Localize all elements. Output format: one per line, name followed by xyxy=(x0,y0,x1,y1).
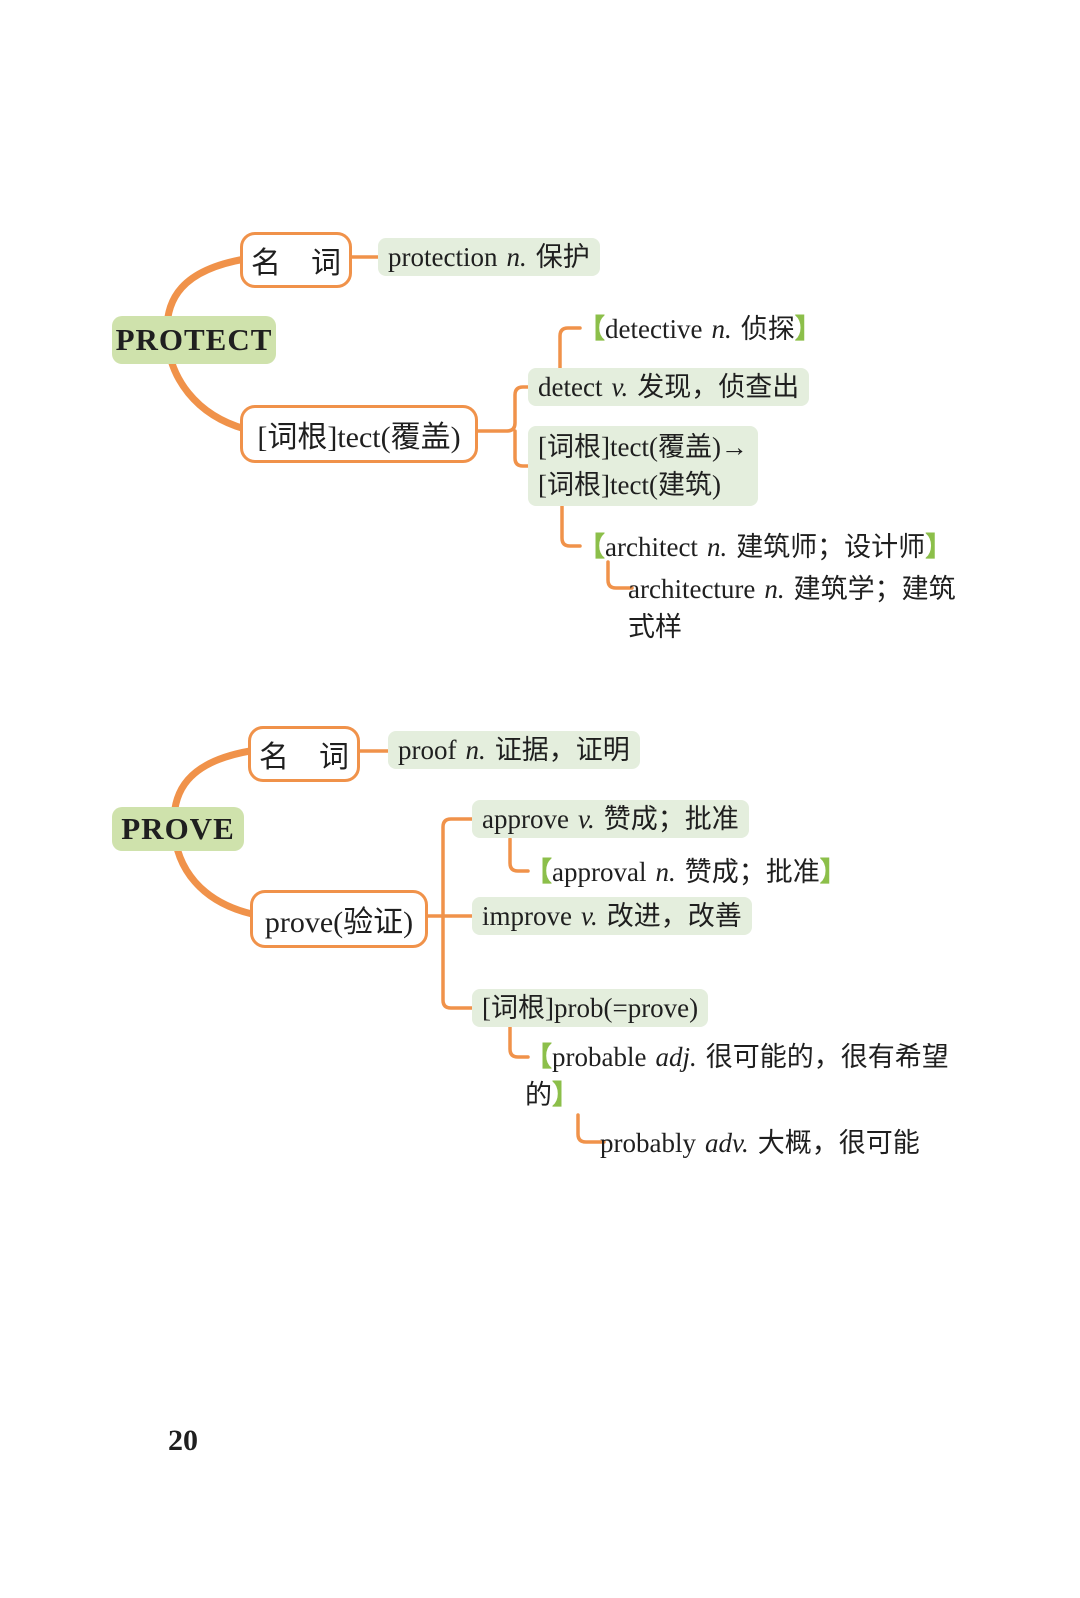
english-word: probable xyxy=(552,1042,647,1072)
protect-noun-box: 名 词 xyxy=(240,232,352,288)
connector-approve-approval xyxy=(508,837,530,873)
connector-trunk-approve xyxy=(441,817,476,918)
chinese-meaning: 改进，改善 xyxy=(606,901,742,931)
node-approve: approve v. 赞成；批准 xyxy=(472,800,749,838)
page-number: 20 xyxy=(168,1424,198,1457)
pos-label: adj. xyxy=(655,1042,697,1072)
chinese-meaning: 赞成；批准 xyxy=(684,857,820,887)
pos-label: v. xyxy=(577,804,595,834)
noun-box-label: 名 词 xyxy=(259,741,349,774)
chinese-meaning: 保护 xyxy=(535,242,590,272)
node-detect: detect v. 发现，侦查出 xyxy=(528,368,810,406)
bracket-open: 【 xyxy=(525,857,552,887)
root-box-label: prove(验证) xyxy=(264,906,414,939)
english-word: probably xyxy=(600,1128,696,1158)
chinese-meaning: 侦探 xyxy=(740,314,795,344)
bracket-close: 】 xyxy=(794,314,822,344)
root-box-label: [词根]tect(覆盖) xyxy=(257,421,461,454)
pos-label: v. xyxy=(580,901,598,931)
node-prob-root: [词根]prob(=prove) xyxy=(472,989,709,1027)
root-node-prove: PROVE xyxy=(112,807,244,851)
root-node-label: PROVE xyxy=(121,811,235,846)
prove-root-box: prove(验证) xyxy=(250,890,428,948)
node-proof: proof n. 证据，证明 xyxy=(388,731,640,769)
connector-architect-architecture xyxy=(606,560,634,590)
root-node-label: PROTECT xyxy=(115,322,273,357)
bracket-close: 】 xyxy=(925,532,953,562)
english-word: improve xyxy=(482,901,572,931)
chinese-meaning: 证据，证明 xyxy=(494,735,630,765)
connector-detect-detective xyxy=(558,326,582,370)
pos-label: v. xyxy=(611,372,629,402)
chinese-meaning: 发现，侦查出 xyxy=(637,372,800,402)
tect-note-line1: [词根]tect(覆盖)→ xyxy=(538,432,748,462)
pos-label: n. xyxy=(655,857,676,887)
pos-label: n. xyxy=(764,574,785,604)
node-architecture: architecture n.建筑学；建筑式样 xyxy=(628,570,968,646)
english-word: protection xyxy=(388,242,498,272)
node-detective: 【detective n. 侦探】 xyxy=(578,310,822,348)
root-note-label: [词根]prob(=prove) xyxy=(482,993,699,1023)
english-word: architecture xyxy=(628,574,756,604)
protect-root-box: [词根]tect(覆盖) xyxy=(240,405,478,463)
pos-label: n. xyxy=(506,242,527,272)
chinese-meaning: 建筑学；建筑式样 xyxy=(628,574,956,642)
pos-label: n. xyxy=(706,532,728,562)
pos-label: n. xyxy=(711,314,732,344)
connector-tect-tectnote xyxy=(513,429,532,468)
bracket-open: 【 xyxy=(525,1042,552,1072)
tect-note-line2: [词根]tect(建筑) xyxy=(538,470,721,500)
connector-probable-probably xyxy=(576,1113,606,1144)
english-word: detect xyxy=(538,372,603,402)
root-node-protect: PROTECT xyxy=(112,316,276,364)
pos-label: n. xyxy=(465,735,486,765)
bracket-close: 】 xyxy=(819,857,847,887)
connector-tect-detect xyxy=(470,385,532,433)
english-word: architect xyxy=(605,532,698,562)
chinese-meaning: 很可能的，很有希望的 xyxy=(525,1042,949,1110)
bracket-open: 【 xyxy=(578,314,605,344)
english-word: proof xyxy=(398,735,457,765)
english-word: approve xyxy=(482,804,569,834)
chinese-meaning: 大概，很可能 xyxy=(757,1128,920,1158)
bracket-close: 】 xyxy=(552,1080,579,1110)
node-probable: 【probable adj.很可能的，很有希望的】 xyxy=(525,1038,950,1114)
node-architect: 【architect n. 建筑师；设计师】 xyxy=(578,528,952,566)
pos-label: adv. xyxy=(704,1128,749,1158)
english-word: detective xyxy=(605,314,703,344)
node-approval: 【approval n. 赞成；批准】 xyxy=(525,853,847,891)
node-tect-note: [词根]tect(覆盖)→ [词根]tect(建筑) xyxy=(528,426,758,506)
node-protection: protection n. 保护 xyxy=(378,238,600,276)
node-probably: probably adv. 大概，很可能 xyxy=(600,1124,920,1162)
chinese-meaning: 建筑师；设计师 xyxy=(736,532,926,562)
noun-box-label: 名 词 xyxy=(251,247,341,280)
node-improve: improve v. 改进，改善 xyxy=(472,897,752,935)
prove-noun-box: 名 词 xyxy=(248,726,360,782)
connector-trunk-prob xyxy=(441,914,478,1010)
english-word: approval xyxy=(552,857,647,887)
connector-tectnote-architect xyxy=(560,504,582,548)
chinese-meaning: 赞成；批准 xyxy=(603,804,739,834)
connector-prob-probable xyxy=(508,1025,530,1059)
bracket-open: 【 xyxy=(578,532,605,562)
